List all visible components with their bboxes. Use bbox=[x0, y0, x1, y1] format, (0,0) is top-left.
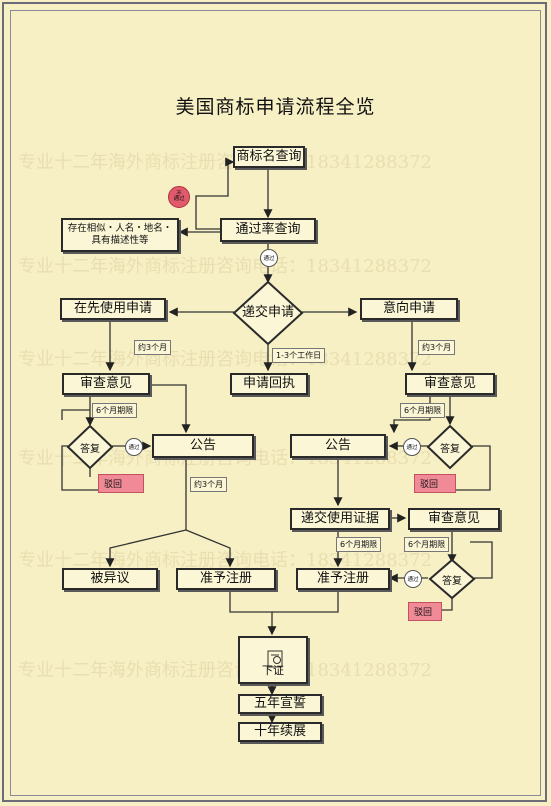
reply-bottom-diamond bbox=[428, 558, 476, 600]
approx-3-months-label: 约3个月 bbox=[134, 340, 172, 355]
similar-note-box: 存在相似・人名・地名・具有描述性等 bbox=[61, 218, 179, 252]
watermark-text: 专业十二年海外商标注册咨询电话：18341288372 bbox=[18, 660, 432, 681]
announce-right-box: 公告 bbox=[290, 434, 386, 458]
reject-left-badge: 驳回 bbox=[98, 474, 144, 493]
reply-bottom-label: 答复 bbox=[442, 575, 462, 587]
watermark-text: 专业十二年海外商标注册咨询电话：18341288372 bbox=[18, 256, 432, 277]
opposed-box: 被异议 bbox=[62, 568, 158, 590]
approx-3-months-label: 约3个月 bbox=[190, 477, 228, 492]
workdays-label: 1-3个工作日 bbox=[272, 348, 326, 363]
trademark-search-box: 商标名查询 bbox=[233, 146, 305, 168]
six-months-label: 6个月期限 bbox=[400, 403, 446, 418]
reply-right-label: 答复 bbox=[440, 443, 460, 455]
submit-label: 递交申请 bbox=[241, 304, 294, 320]
approve-right-box: 准予注册 bbox=[296, 568, 390, 590]
reject-right-badge: 驳回 bbox=[414, 474, 456, 493]
intent-use-box: 意向申请 bbox=[360, 298, 458, 320]
prior-use-box: 在先使用申请 bbox=[60, 298, 166, 320]
six-months-label: 6个月期限 bbox=[404, 537, 450, 552]
review-left-box: 审查意见 bbox=[62, 373, 150, 395]
watermark-text: 专业十二年海外商标注册咨询电话：18341288372 bbox=[18, 349, 432, 370]
ten-year-box: 十年续展 bbox=[238, 722, 322, 742]
pass-badge: 通过 bbox=[125, 438, 143, 456]
review-right-box: 审查意见 bbox=[405, 373, 495, 395]
reject-bottom-badge: 驳回 bbox=[408, 602, 442, 621]
pass-badge: 通过 bbox=[404, 570, 422, 588]
watermark-text: 专业十二年海外商标注册咨询电话：18341288372 bbox=[18, 152, 432, 173]
announce-left-box: 公告 bbox=[152, 434, 254, 458]
inner-frame bbox=[10, 10, 541, 796]
reply-left-diamond bbox=[66, 424, 114, 470]
watermark-text: 专业十二年海外商标注册咨询电话：18341288372 bbox=[18, 550, 432, 571]
five-year-box: 五年宣誓 bbox=[238, 694, 322, 714]
six-months-label: 6个月期限 bbox=[92, 403, 138, 418]
pass-badge: 通过 bbox=[403, 438, 421, 456]
six-months-label: 6个月期限 bbox=[336, 537, 382, 552]
approve-left-box: 准予注册 bbox=[176, 568, 276, 590]
review-proof-box: 审查意见 bbox=[408, 508, 500, 530]
submit-use-proof-box: 递交使用证据 bbox=[290, 508, 390, 530]
certificate-icon bbox=[267, 650, 283, 668]
reply-left-label: 答复 bbox=[80, 443, 100, 455]
reply-right-diamond bbox=[426, 424, 474, 470]
pass-rate-search-box: 通过率查询 bbox=[220, 218, 316, 242]
fail-bottom-text: 通过 bbox=[173, 196, 185, 202]
pass-badge: 通过 bbox=[260, 249, 278, 267]
submit-diamond bbox=[232, 280, 304, 346]
fail-badge-label: 不通过 bbox=[173, 190, 185, 203]
fail-top-text: 不 bbox=[176, 190, 182, 197]
approx-3-months-label: 约3个月 bbox=[418, 340, 456, 355]
receipt-box: 申请回执 bbox=[230, 373, 308, 395]
diagram-title: 美国商标申请流程全览 bbox=[175, 96, 376, 118]
fail-badge: 不通过 bbox=[168, 186, 190, 208]
